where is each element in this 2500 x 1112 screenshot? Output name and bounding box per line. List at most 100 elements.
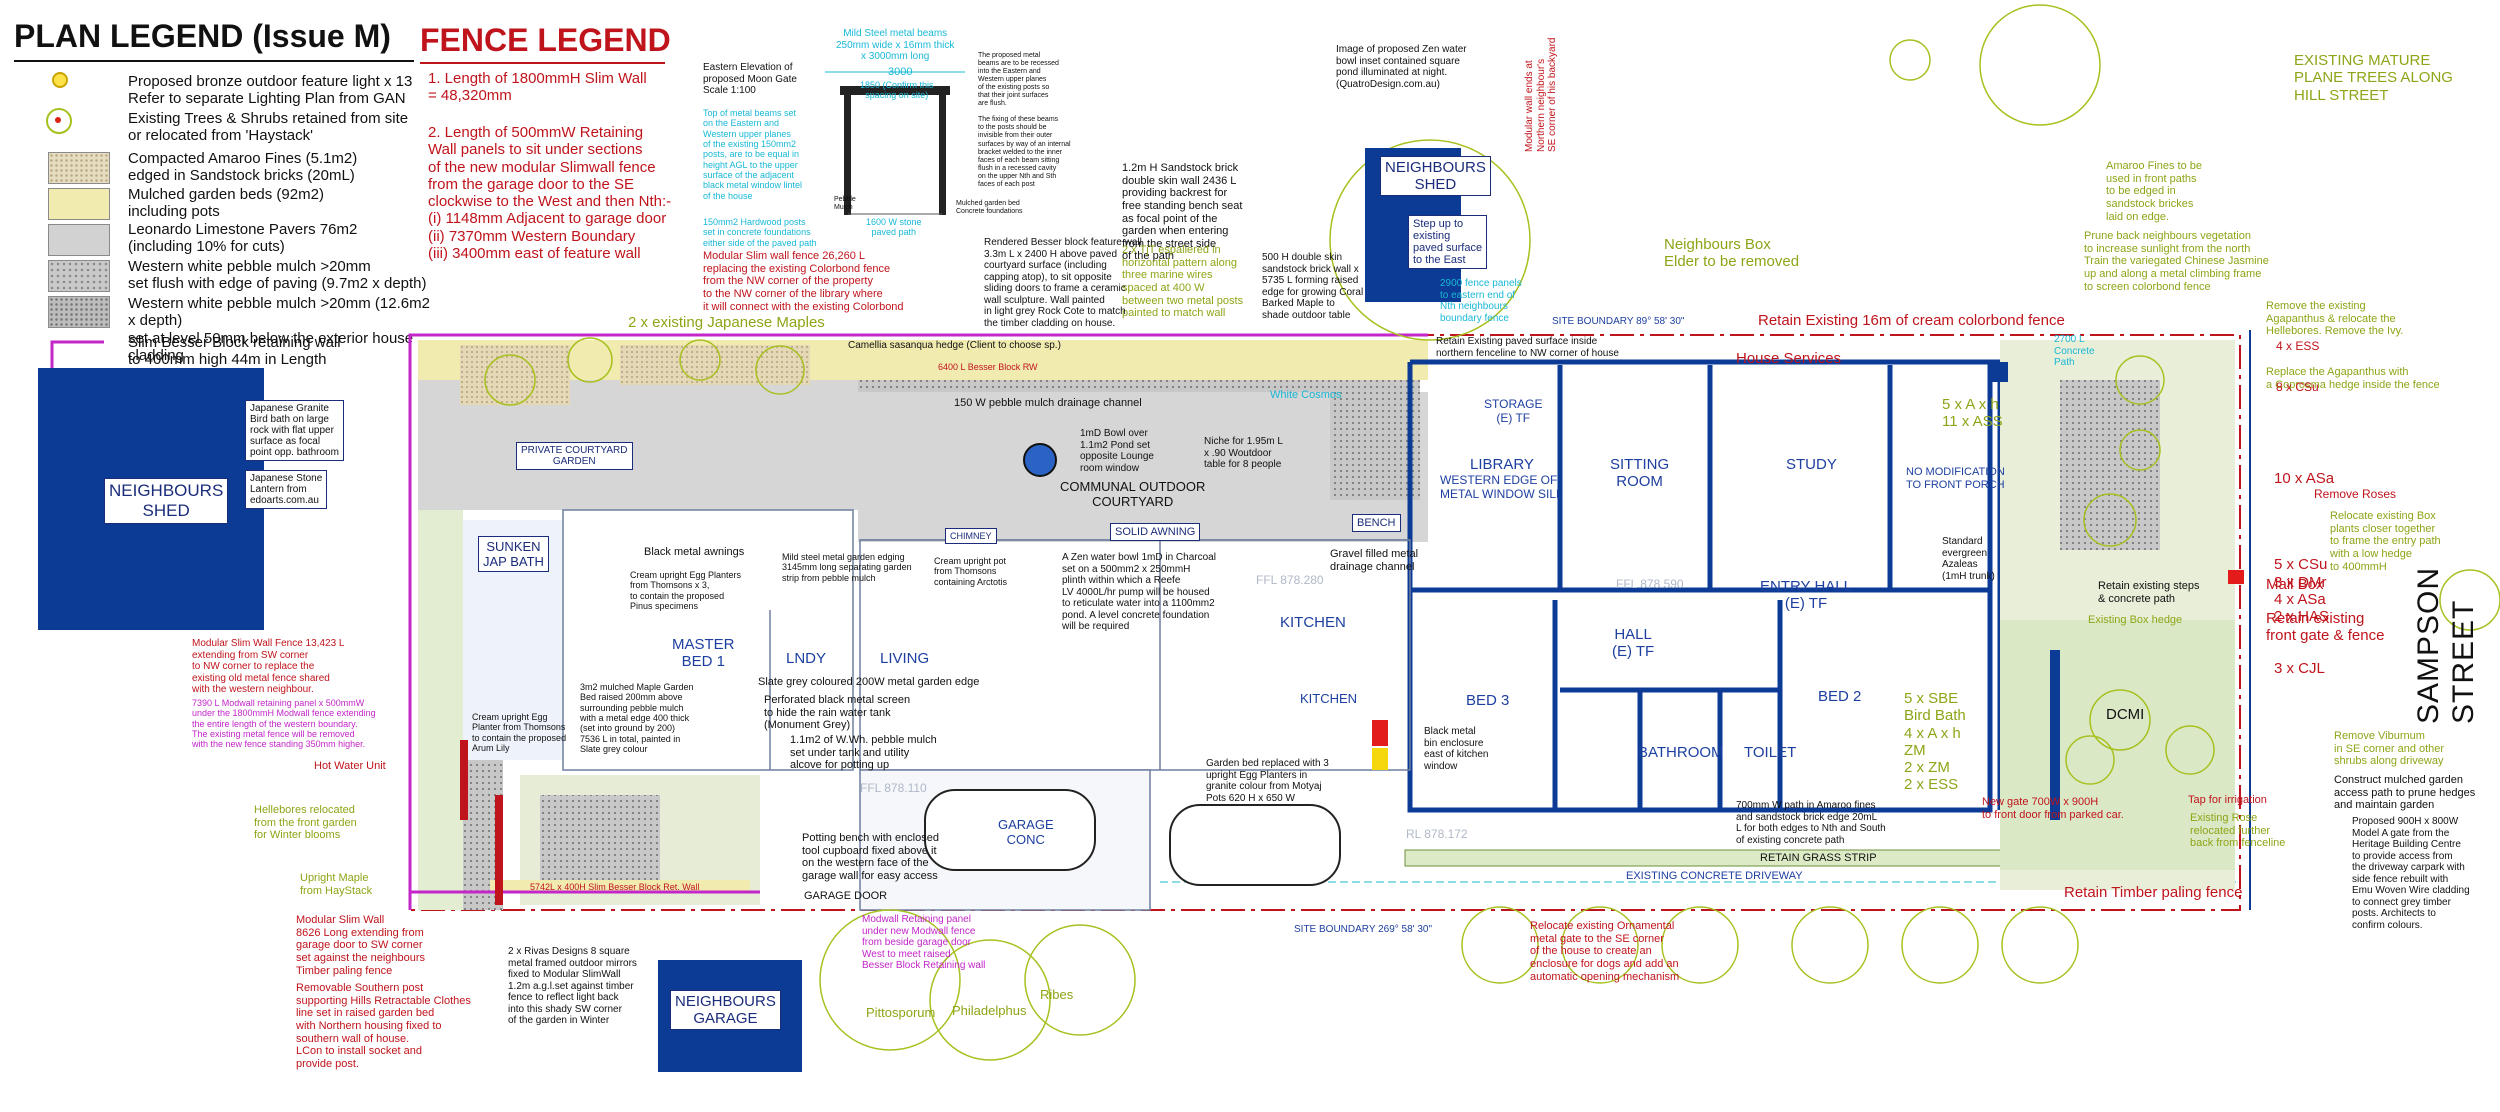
bed3-label: BED 3 bbox=[1466, 692, 1510, 709]
wall-block-1 bbox=[1992, 362, 2008, 382]
cream-arum-note: Cream upright Egg Planter from Thomsons … bbox=[472, 712, 567, 754]
ffl-878-590: FFL 878.590 bbox=[1616, 577, 1684, 591]
maple-3m2-note: 3m2 mulched Maple Garden Bed raised 200m… bbox=[580, 682, 694, 755]
azaleas-note: Standard evergreen Azaleas (1mH trunk) bbox=[1942, 536, 1995, 582]
replace-agapanthus-note: Replace the Agapanthus with a Coprosma h… bbox=[2266, 366, 2440, 391]
rendered-besser-note: Rendered Besser block feature wall 3.3m … bbox=[984, 237, 1142, 329]
site-boundary-top-label: SITE BOUNDARY 89° 58' 30" bbox=[1552, 316, 1685, 327]
plant-counts-right: 5 x A x h 11 x ASS bbox=[1942, 396, 2003, 431]
front-garden-se bbox=[2000, 620, 2235, 870]
site-boundary-bottom-label: SITE BOUNDARY 269° 58' 30" bbox=[1294, 924, 1433, 935]
slate-grey-note: Slate grey coloured 200W metal garden ed… bbox=[758, 676, 980, 688]
toilet-label: TOILET bbox=[1744, 744, 1797, 761]
modwall-7390-note: 7390 L Modwall retaining panel x 500mmW … bbox=[192, 698, 376, 750]
house-services-label: House Services bbox=[1736, 350, 1842, 367]
legend-item-light: Proposed bronze outdoor feature light x … bbox=[128, 73, 413, 108]
bathroom-label: BATHROOM bbox=[1638, 744, 1724, 761]
garden-bed-replaced-note: Garden bed replaced with 3 upright Egg P… bbox=[1206, 758, 1329, 804]
existing-plane-trees: EXISTING MATURE PLANE TREES ALONG HILL S… bbox=[2294, 52, 2453, 104]
hot-water-label: Hot Water Unit bbox=[314, 760, 386, 772]
modular-wall-ends: Modular wall ends at Northern neighbour'… bbox=[1524, 37, 1558, 153]
cream-upright-note: Cream upright Egg Planters from Thomsons… bbox=[630, 570, 742, 612]
zen-bowl-note: A Zen water bowl 1mD in Charcoal set on … bbox=[1062, 552, 1216, 632]
construct-mulched-note: Construct mulched garden access path to … bbox=[2334, 774, 2476, 812]
remove-viburnum-note: Remove Viburnum in SE corner and other s… bbox=[2334, 730, 2445, 768]
study-label: STUDY bbox=[1786, 456, 1837, 473]
wall-block-2 bbox=[2050, 650, 2060, 820]
east-courtyard-pebble bbox=[1330, 380, 1420, 500]
neighbours-garage-label: NEIGHBOURS GARAGE bbox=[670, 990, 781, 1030]
amaroo-swatch bbox=[48, 152, 110, 184]
mild-steel-edging-note: Mild steel metal garden edging 3145mm lo… bbox=[782, 552, 912, 583]
retain-timber-note: Retain Timber paling fence bbox=[2064, 884, 2243, 901]
sunken-jap-label: SUNKEN JAP BATH bbox=[478, 536, 549, 572]
black-bin-note: Black metal bin enclosure east of kitche… bbox=[1424, 726, 1489, 772]
ffl-878-280: FFL 878.280 bbox=[1256, 573, 1324, 587]
kitchen-label: KITCHEN bbox=[1280, 614, 1346, 631]
sampson-street-label: SAMPSON STREET bbox=[2412, 566, 2480, 724]
garage-door-label: GARAGE DOOR bbox=[804, 890, 888, 902]
neighbours-shed-left-label: NEIGHBOURS SHED bbox=[104, 478, 229, 524]
red-post-1 bbox=[460, 740, 468, 820]
south-pebble bbox=[540, 795, 660, 885]
pittosporum-label: Pittosporum bbox=[866, 1005, 936, 1020]
besser-6400-label: 6400 L Besser Block RW bbox=[938, 362, 1038, 372]
sitting-room-label: SITTING ROOM bbox=[1610, 456, 1670, 491]
retain-paved-note: Retain Existing paved surface inside nor… bbox=[1436, 336, 1619, 359]
yellow-block-kitchen bbox=[1372, 748, 1388, 770]
existing-driveway-label: EXISTING CONCRETE DRIVEWAY bbox=[1626, 870, 1803, 882]
path-700-note: 700mm W path in Amaroo fines and sandsto… bbox=[1736, 800, 1886, 846]
hall-label: HALL (E) TF bbox=[1612, 626, 1655, 661]
communal-courtyard-label: COMMUNAL OUTDOOR COURTYARD bbox=[1060, 479, 1206, 509]
bench-label: BENCH bbox=[1352, 514, 1401, 532]
black-awning-note: Black metal awnings bbox=[644, 546, 745, 558]
private-courtyard-label: PRIVATE COURTYARD GARDEN bbox=[516, 442, 633, 470]
besser-5742-label: 5742L x 400H Slim Besser Block Ret. Wall bbox=[530, 882, 700, 892]
gravel-drain-label: Gravel filled metal drainage channel bbox=[1330, 548, 1419, 573]
modular-fence bbox=[408, 333, 1428, 910]
north-garden-bed bbox=[418, 340, 1428, 380]
front-pebble bbox=[2060, 380, 2160, 550]
retain-16m-note: Retain Existing 16m of cream colorbond f… bbox=[1758, 312, 2065, 329]
amaroo-fines-note: Amaroo Fines to be used in front paths t… bbox=[2106, 160, 2202, 223]
moon-gate-dim-1850: 1850 (Confirm this spacing on site) bbox=[860, 80, 934, 101]
western-edge-label: WESTERN EDGE OF METAL WINDOW SILL bbox=[1440, 473, 1563, 501]
courtyard-amaroo-2 bbox=[620, 345, 810, 385]
upright-maple-note: Upright Maple from HayStack bbox=[300, 872, 373, 897]
japanese-pond bbox=[1023, 443, 1057, 477]
legend-item-besser: Slim Besser Block retaining wall to 400m… bbox=[128, 334, 341, 386]
legend-underline bbox=[14, 60, 414, 62]
besser-wall-swatch bbox=[50, 340, 104, 374]
west-garden-bed bbox=[418, 510, 463, 910]
legend-title: PLAN LEGEND (Issue M) bbox=[14, 18, 391, 54]
ffl-878-110: FFL 878.110 bbox=[860, 781, 927, 795]
garage-conc-label: GARAGE CONC bbox=[998, 817, 1054, 847]
bed2-label: BED 2 bbox=[1818, 688, 1862, 705]
no-modification-label: NO MODIFICATION TO FRONT PORCH bbox=[1906, 466, 2005, 491]
legend-item-pebble-1: Western white pebble mulch >20mm set flu… bbox=[128, 258, 427, 293]
living-label: LIVING bbox=[880, 650, 930, 667]
remove-agapanthus-note: Remove the existing Agapanthus & relocat… bbox=[2266, 300, 2404, 338]
moon-gate-elevation bbox=[825, 71, 965, 215]
pebble-channel bbox=[858, 380, 1418, 392]
site-boundary-line bbox=[409, 334, 2241, 911]
storage-label: STORAGE (E) TF bbox=[1484, 397, 1543, 425]
retain-grass-label: RETAIN GRASS STRIP bbox=[1760, 852, 1877, 864]
lndy-label: LNDY bbox=[786, 650, 827, 667]
white-cosmos-label: White Cosmos bbox=[1270, 389, 1342, 401]
hellebores-note: Hellebores relocated from the front gard… bbox=[254, 804, 357, 842]
fence-panels-2900-note: 2900 fence panels to eastern end of Nth … bbox=[1440, 278, 1522, 324]
legend-item-mulch: Mulched garden beds (92m2) including pot… bbox=[128, 186, 324, 221]
new-gate-note: New gate 700W x 900H to front door from … bbox=[1982, 796, 2124, 821]
proposed-gate-note: Proposed 900H x 800W Model A gate from t… bbox=[2352, 816, 2470, 931]
right-plants-list: 10 x ASa 5 x CSu 3 x DMr 4 x ASa 2 x HAS… bbox=[2274, 470, 2335, 677]
red-block-kitchen bbox=[1372, 720, 1388, 746]
niche-label: Niche for 1.95m L x .90 Woutdoor table f… bbox=[1204, 436, 1283, 470]
modular-slim-26-note: Modular Slim wall fence 26,260 L replaci… bbox=[703, 250, 904, 313]
rl-878-172: RL 878.172 bbox=[1406, 827, 1468, 841]
ribes-label: Ribes bbox=[1040, 987, 1074, 1002]
camellia-label: Camellia sasanqua hedge (Client to choos… bbox=[848, 340, 1061, 351]
library-label: LIBRARY bbox=[1470, 456, 1534, 473]
moon-gate-beams-note: Mild Steel metal beams 250mm wide x 16mm… bbox=[836, 28, 955, 62]
